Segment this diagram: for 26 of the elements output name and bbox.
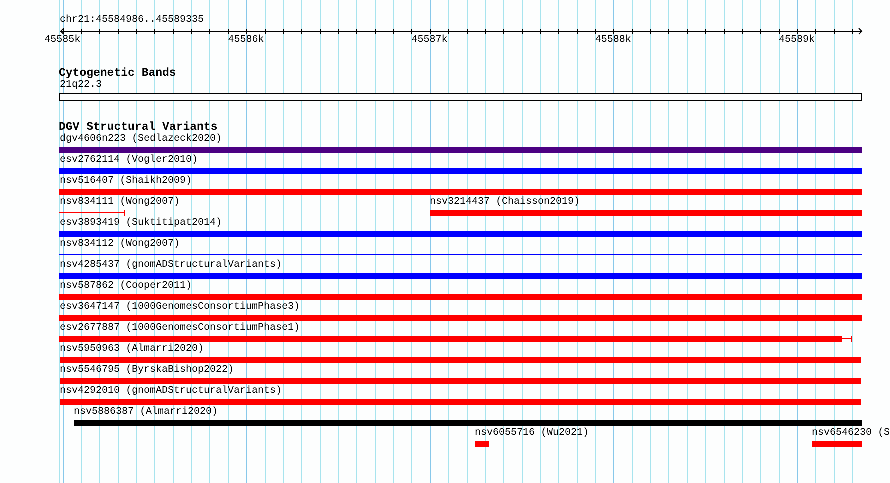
feature-label: esv3647147 (1000GenomesConsortiumPhase3) [60, 302, 300, 313]
feature-label: esv3893419 (Suktitipat2014) [60, 218, 222, 229]
feature-label: nsv834111 (Wong2007) [60, 197, 180, 208]
feature-label: esv2762114 (Vogler2010) [60, 155, 198, 166]
feature-label: nsv516407 (Shaikh2009) [60, 176, 192, 187]
feature-label: dgv4606n223 (Sedlazeck2020) [60, 134, 222, 145]
feature-label: nsv6546230 (S [812, 428, 890, 439]
feature-label: esv2677887 (1000GenomesConsortiumPhase1) [60, 323, 300, 334]
feature-label: nsv5950963 (Almarri2020) [60, 344, 204, 355]
feature-label: nsv834112 (Wong2007) [60, 239, 180, 250]
tick-label: 45589k [778, 35, 815, 46]
feature-label: nsv5886387 (Almarri2020) [74, 407, 218, 418]
band-label: 21q22.3 [60, 80, 102, 91]
feature-label: nsv6055716 (Wu2021) [475, 428, 590, 439]
track-title: Cytogenetic Bands [59, 67, 176, 80]
feature-label: nsv4292010 (gnomADStructuralVariants) [60, 386, 282, 397]
location-label: chr21:45584986..45589335 [60, 15, 204, 26]
tick-label: 45587k [412, 35, 448, 46]
track-title: DGV Structural Variants [59, 121, 218, 134]
feature-label: nsv3214437 (Chaisson2019) [430, 197, 580, 208]
tick-label: 45585k [44, 35, 81, 46]
feature-label: nsv4285437 (gnomADStructuralVariants) [60, 260, 282, 271]
feature-label: nsv5546795 (ByrskaBishop2022) [60, 365, 234, 376]
tick-label: 45586k [228, 35, 264, 46]
feature-label: nsv587862 (Cooper2011) [60, 281, 192, 292]
tick-label: 45588k [595, 35, 632, 46]
